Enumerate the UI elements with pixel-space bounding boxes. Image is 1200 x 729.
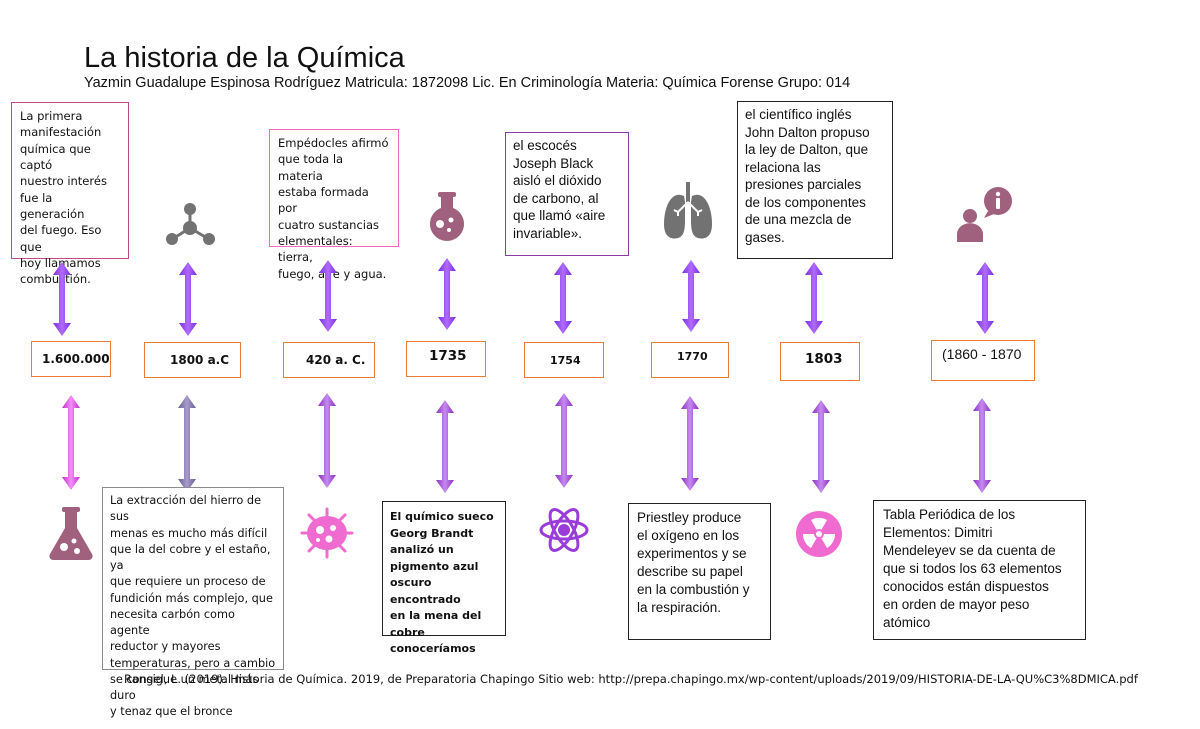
event-box-priestley: Priestley produce el oxígeno en los expe… bbox=[628, 503, 771, 640]
timeline-arrow-down-5 bbox=[555, 393, 573, 488]
reference-citation: Rangel, L. (2019). Historia de Química. … bbox=[124, 672, 1138, 686]
event-box-georg-brandt: El químico sueco Georg Brandt analizó un… bbox=[382, 501, 506, 655]
event-box-iron-extraction: La extracción del hierro de sus menas es… bbox=[102, 487, 284, 718]
timeline-arrow-up-3 bbox=[319, 260, 337, 332]
date-box-6: 1770 bbox=[651, 342, 729, 378]
timeline-arrow-down-2 bbox=[178, 395, 196, 492]
timeline-arrow-up-7 bbox=[805, 262, 823, 334]
timeline-arrow-up-5 bbox=[554, 262, 572, 334]
date-box-4: 1735 bbox=[406, 341, 486, 377]
page-subtitle: Yazmin Guadalupe Espinosa Rodríguez Matr… bbox=[84, 75, 851, 91]
chemistry-flask-icon bbox=[46, 505, 96, 566]
event-box-first-fire: La primera manifestación química que cap… bbox=[11, 102, 129, 286]
timeline-arrow-up-1 bbox=[53, 262, 71, 336]
atom-icon bbox=[538, 504, 590, 561]
timeline-arrow-up-6 bbox=[682, 260, 700, 332]
event-box-dalton: el científico inglés John Dalton propuso… bbox=[737, 101, 893, 259]
timeline-arrow-down-7 bbox=[812, 400, 830, 493]
event-box-joseph-black: el escocés Joseph Black aisló el dióxido… bbox=[505, 132, 629, 256]
timeline-arrow-up-2 bbox=[179, 262, 197, 336]
molecule-icon bbox=[163, 200, 219, 253]
date-box-3: 420 a. C. bbox=[283, 342, 375, 378]
timeline-arrow-down-1 bbox=[62, 395, 80, 490]
date-box-1: 1.600.000 bbox=[31, 341, 111, 377]
timeline-arrow-down-4 bbox=[436, 400, 454, 493]
person-info-icon bbox=[954, 184, 1018, 251]
lungs-icon bbox=[660, 180, 716, 247]
potion-flask-icon bbox=[425, 190, 469, 247]
timeline-arrow-down-8 bbox=[973, 398, 991, 493]
timeline-arrow-down-6 bbox=[681, 396, 699, 491]
date-box-7: 1803 bbox=[780, 342, 860, 381]
timeline-arrow-up-4 bbox=[438, 258, 456, 330]
date-box-5: 1754 bbox=[524, 342, 604, 378]
bacteria-icon bbox=[298, 506, 356, 565]
radiation-icon bbox=[795, 510, 843, 563]
event-box-mendeleyev: Tabla Periódica de los Elementos: Dimitr… bbox=[873, 500, 1086, 640]
event-box-empedocles: Empédocles afirmó que toda la materia es… bbox=[269, 129, 399, 281]
date-box-8: (1860 - 1870 bbox=[931, 340, 1035, 381]
timeline-arrow-down-3 bbox=[318, 393, 336, 488]
timeline-arrow-up-8 bbox=[976, 262, 994, 334]
date-box-2: 1800 a.C bbox=[144, 342, 241, 378]
page-title: La historia de la Química bbox=[84, 42, 405, 74]
